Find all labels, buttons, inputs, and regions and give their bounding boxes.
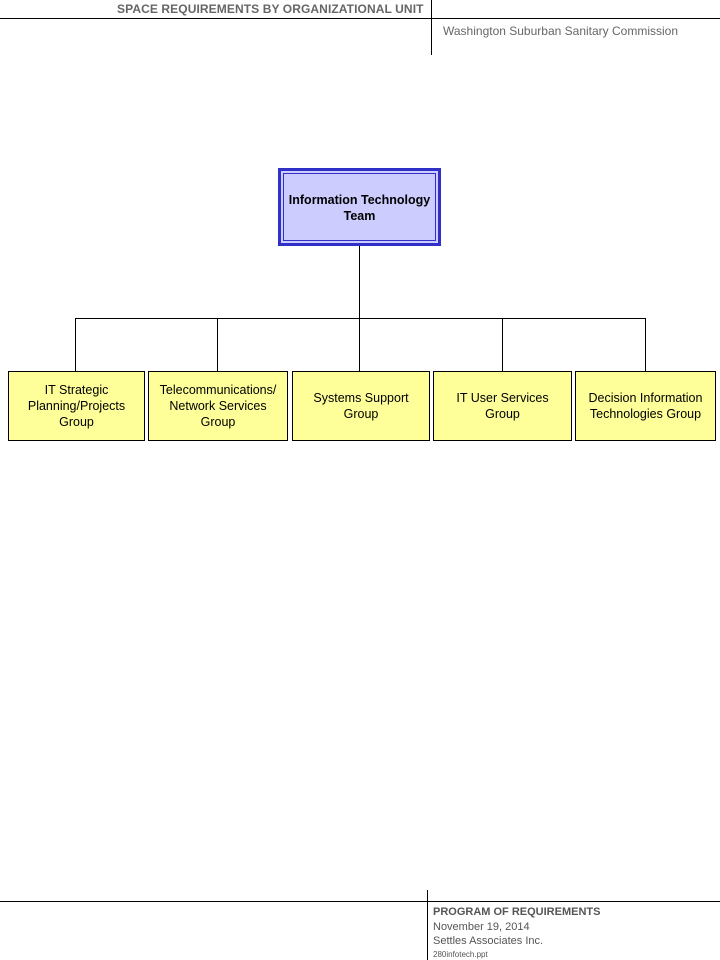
- org-unit-box: IT User Services Group: [433, 371, 572, 441]
- footer-filename: 280infotech.ppt: [433, 950, 488, 959]
- footer-divider: [427, 890, 428, 960]
- org-unit-label: IT Strategic Planning/Projects Group: [27, 383, 126, 429]
- org-unit-box: Decision Information Technologies Group: [575, 371, 716, 441]
- org-unit-label: IT User Services Group: [456, 391, 549, 421]
- child-connector: [359, 318, 360, 371]
- org-root-inner: Information Technology Team: [283, 173, 436, 241]
- org-unit-box: Systems Support Group: [292, 371, 430, 441]
- org-unit-label: Decision Information Technologies Group: [588, 391, 703, 421]
- page-header-title: SPACE REQUIREMENTS BY ORGANIZATIONAL UNI…: [117, 2, 424, 16]
- header-divider: [431, 0, 432, 55]
- footer-date: November 19, 2014: [433, 921, 530, 933]
- child-connector: [217, 318, 218, 371]
- child-connector: [645, 318, 646, 371]
- branch-connector: [75, 318, 646, 319]
- footer-rule: [0, 901, 720, 902]
- child-connector: [502, 318, 503, 371]
- org-unit-label: Systems Support Group: [313, 391, 409, 421]
- header-rule: [0, 18, 720, 19]
- footer-company: Settles Associates Inc.: [433, 935, 544, 947]
- org-root-label: Information Technology Team: [288, 193, 431, 223]
- child-connector: [75, 318, 76, 371]
- root-connector: [359, 246, 360, 319]
- org-root-box: Information Technology Team: [278, 168, 441, 246]
- organization-name: Washington Suburban Sanitary Commission: [443, 24, 679, 38]
- footer-program: PROGRAM OF REQUIREMENTS: [433, 906, 601, 918]
- org-unit-box: IT Strategic Planning/Projects Group: [8, 371, 145, 441]
- org-unit-box: Telecommunications/ Network Services Gro…: [148, 371, 288, 441]
- org-unit-label: Telecommunications/ Network Services Gro…: [159, 383, 277, 429]
